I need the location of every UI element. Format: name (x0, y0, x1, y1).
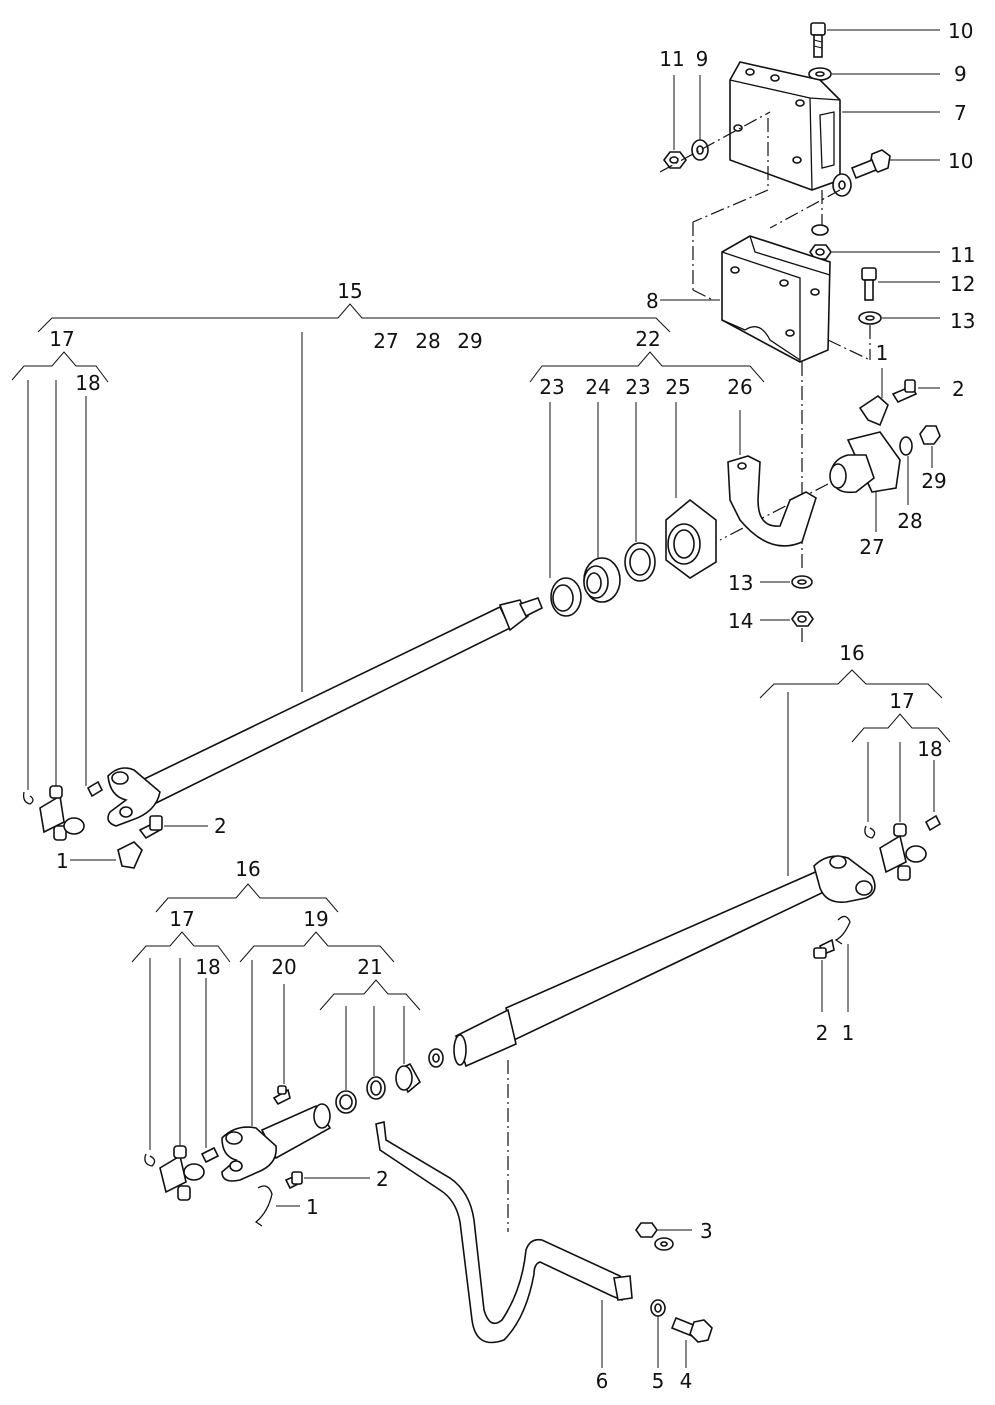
clamp-1-lower (254, 1185, 300, 1227)
ring-21-c (395, 1006, 422, 1094)
bolt-12 (861, 267, 940, 301)
label-23-left: 23 (539, 375, 564, 399)
bolt-10-top (810, 22, 940, 58)
safety-hanger-6 (375, 1121, 633, 1368)
label-17-right: 17 (889, 689, 914, 713)
label-10-top: 10 (948, 19, 973, 43)
drive-shaft-15 (107, 332, 544, 827)
label-3: 3 (700, 1219, 713, 1243)
bracket-8 (660, 235, 831, 363)
label-6: 6 (596, 1369, 609, 1393)
bearing-24 (583, 402, 621, 603)
washer-9-right (808, 67, 940, 81)
label-22: 22 (635, 327, 660, 351)
bolt-2-left (138, 815, 208, 840)
label-16-right: 16 (839, 641, 864, 665)
label-4: 4 (680, 1369, 693, 1393)
label-24: 24 (585, 375, 610, 399)
washer-13-upper (858, 311, 940, 325)
label-7: 7 (954, 101, 967, 125)
label-13-top: 13 (950, 309, 975, 333)
ring-21-b (366, 1006, 386, 1100)
label-1-lower: 1 (306, 1195, 319, 1219)
washer-under-bracket (811, 224, 829, 236)
nut-29 (919, 425, 941, 468)
label-13-lower: 13 (728, 571, 753, 595)
label-18-left: 18 (75, 371, 100, 395)
universal-joint-lower-left (144, 958, 220, 1201)
label-20: 20 (271, 955, 296, 979)
washer-28 (899, 436, 913, 505)
label-15: 15 (337, 279, 362, 303)
label-29: 29 (921, 469, 946, 493)
label-2-left: 2 (214, 814, 227, 838)
label-28: 28 (897, 509, 922, 533)
label-25: 25 (665, 375, 690, 399)
label-21: 21 (357, 955, 382, 979)
ring-23-left (549, 402, 582, 617)
label-28-top: 28 (415, 329, 440, 353)
label-11-top: 11 (659, 47, 684, 71)
label-10-side: 10 (948, 149, 973, 173)
ring-23-right (624, 402, 656, 582)
bolt-2-lower (284, 1171, 370, 1190)
label-9-right: 9 (954, 62, 967, 86)
label-1-right: 1 (842, 1021, 855, 1045)
ring-21-a (335, 1006, 357, 1114)
label-2-lower: 2 (376, 1167, 389, 1191)
label-18-lower: 18 (195, 955, 220, 979)
label-9-top: 9 (696, 47, 709, 71)
label-11-right: 11 (950, 243, 975, 267)
label-27-top: 27 (373, 329, 398, 353)
label-2-upper: 2 (952, 377, 965, 401)
label-19: 19 (303, 907, 328, 931)
nut-11-left (663, 75, 687, 169)
label-16-lower: 16 (235, 857, 260, 881)
label-17-lower: 17 (169, 907, 194, 931)
washer-13-lower (760, 575, 813, 589)
clamp-1-upper (858, 368, 889, 427)
bolt-10-side (850, 149, 940, 180)
clamp-1-left (70, 841, 143, 869)
nut-11-right (809, 244, 940, 260)
label-8: 8 (646, 289, 659, 313)
bolt-2-upper (891, 379, 940, 404)
universal-joint-left-upper (22, 380, 104, 841)
flange-yoke-27 (829, 431, 901, 532)
nut-3 (635, 1222, 692, 1238)
label-1-left: 1 (56, 849, 69, 873)
label-1-upper: 1 (876, 341, 889, 365)
bolt-2-right (813, 938, 835, 1012)
drive-shaft-16-long (453, 692, 876, 1068)
label-14: 14 (728, 609, 753, 633)
washer-5 (650, 1299, 666, 1368)
bracket-7 (729, 61, 940, 191)
clamp-1-right (834, 915, 851, 1012)
drive-shaft-16-short (221, 960, 332, 1182)
nut-14 (760, 611, 814, 627)
washer-9-left (691, 75, 709, 161)
label-12: 12 (950, 272, 975, 296)
label-29-top: 29 (457, 329, 482, 353)
rubber-mount-25 (665, 402, 717, 579)
label-17-left: 17 (49, 327, 74, 351)
label-2-right: 2 (816, 1021, 829, 1045)
label-27: 27 (859, 535, 884, 559)
label-5: 5 (652, 1369, 665, 1393)
label-23-right: 23 (625, 375, 650, 399)
label-18-right: 18 (917, 737, 942, 761)
universal-joint-right (864, 742, 942, 881)
label-26: 26 (727, 375, 752, 399)
support-bracket-26 (727, 410, 817, 547)
grease-nipple-20 (272, 984, 291, 1106)
bolt-4 (670, 1316, 713, 1368)
